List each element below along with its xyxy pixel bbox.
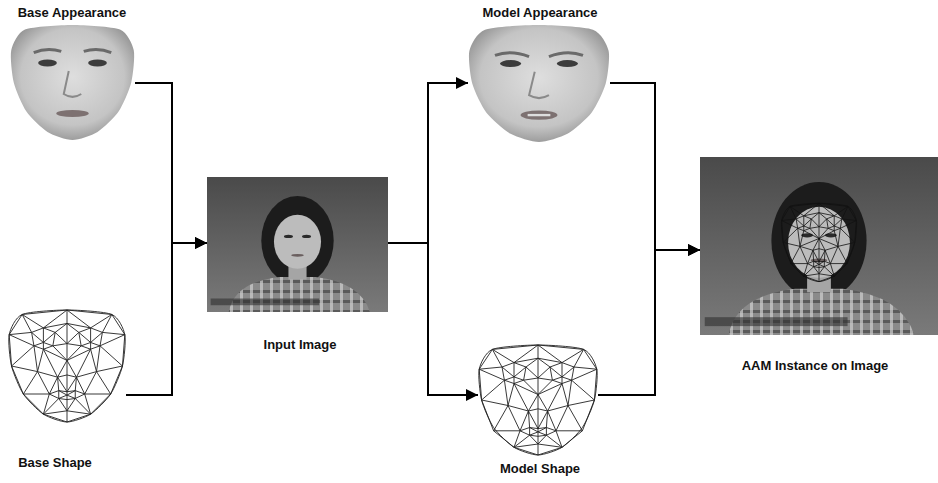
photo — [207, 177, 388, 312]
connector-arrow — [135, 83, 207, 243]
mesh-edges — [479, 345, 597, 455]
connector-arrow — [388, 83, 468, 243]
timestamp-band — [705, 317, 848, 326]
image-caption: Input Image — [262, 337, 339, 353]
image-panel: Base Shape — [8, 310, 126, 471]
eye — [88, 60, 107, 67]
hair — [771, 182, 866, 299]
mouth — [521, 110, 558, 119]
image-caption: Model Appearance — [480, 5, 599, 21]
connector-arrow — [610, 83, 700, 250]
triangle-mesh — [9, 310, 125, 422]
nose — [64, 71, 82, 97]
photo-background — [700, 157, 938, 335]
connector-arrow — [388, 243, 478, 395]
face-appearance — [11, 25, 134, 140]
triangle-mesh — [781, 203, 856, 281]
mesh-hull — [781, 203, 856, 281]
hair — [261, 196, 333, 285]
image-panel: Model Appearance — [468, 5, 610, 142]
eyebrow — [495, 53, 529, 57]
mesh-hull — [9, 310, 125, 422]
eyebrow — [549, 53, 583, 57]
image-caption: Model Shape — [498, 461, 582, 477]
triangle-mesh — [479, 345, 597, 455]
shoulders — [729, 289, 915, 335]
image-panel: Model Shape — [478, 345, 598, 477]
eyebrow — [84, 49, 112, 52]
image-caption: Base Appearance — [16, 5, 129, 21]
connector-arrow — [598, 250, 700, 395]
image-caption: Base Shape — [16, 455, 94, 471]
mesh-hull — [479, 345, 597, 455]
face-appearance — [469, 25, 609, 142]
face-outline — [11, 25, 134, 140]
eye — [284, 235, 293, 238]
face-outline — [469, 25, 609, 142]
eye — [500, 60, 521, 67]
image-panel: AAM Instance on Image — [700, 157, 938, 374]
image-caption: AAM Instance on Image — [740, 358, 891, 374]
image-panel: Base Appearance — [10, 5, 135, 140]
eyebrow — [34, 49, 62, 52]
eye — [302, 235, 311, 238]
mouth — [291, 254, 304, 257]
face — [274, 215, 321, 269]
mesh-edges — [9, 310, 125, 422]
photo-background — [207, 177, 388, 312]
shoulders — [229, 277, 370, 312]
timestamp-band — [211, 299, 320, 306]
connector-arrow — [126, 243, 207, 395]
mesh-edges — [782, 203, 857, 281]
mouth — [56, 110, 89, 117]
nose — [529, 72, 549, 98]
image-panel: Input Image — [207, 177, 388, 353]
teeth — [528, 114, 551, 116]
eye — [557, 60, 578, 67]
photo — [700, 157, 938, 335]
eye — [38, 60, 57, 67]
